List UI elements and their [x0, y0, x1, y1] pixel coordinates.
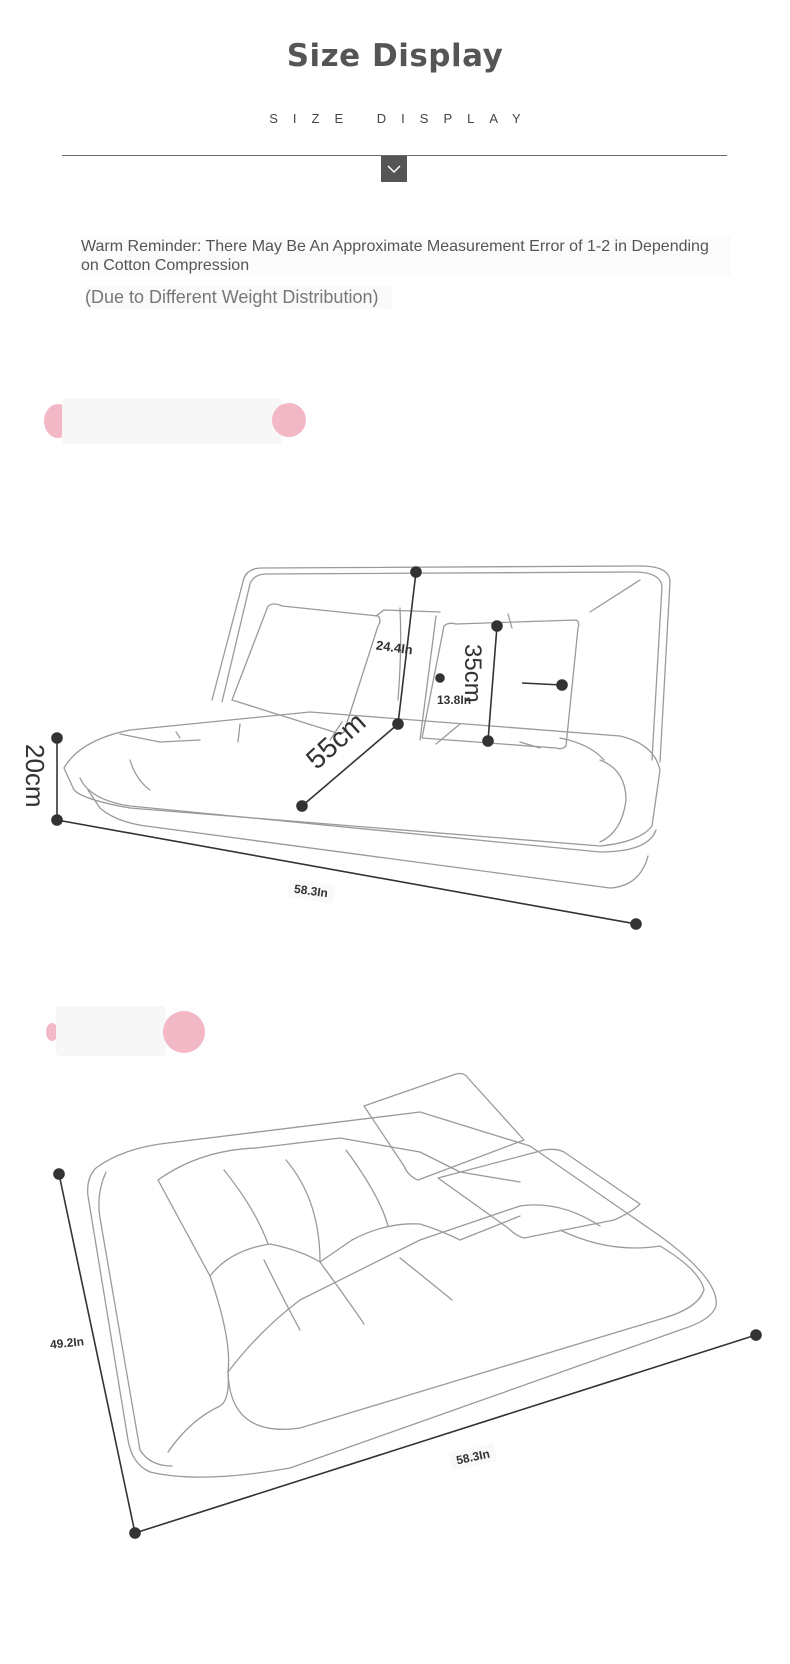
weight-distribution-note: (Due to Different Weight Distribution)	[85, 286, 393, 309]
seat-height-label: 20cm	[20, 744, 50, 808]
section-badge-2-dot-left	[46, 1023, 58, 1041]
page-subtitle: SIZE DISPLAY	[269, 111, 536, 126]
pillow-width-label: 13.8In	[437, 693, 472, 707]
page-title: Size Display	[286, 38, 504, 74]
section-badge-dot-right	[272, 403, 306, 437]
warm-reminder-text: Warm Reminder: There May Be An Approxima…	[81, 236, 731, 276]
header-divider	[62, 155, 727, 156]
section-badge-1	[62, 398, 282, 444]
section-badge-2-dot-right	[163, 1011, 205, 1053]
section-badge-2	[56, 1006, 166, 1056]
chevron-down-icon	[381, 156, 407, 182]
